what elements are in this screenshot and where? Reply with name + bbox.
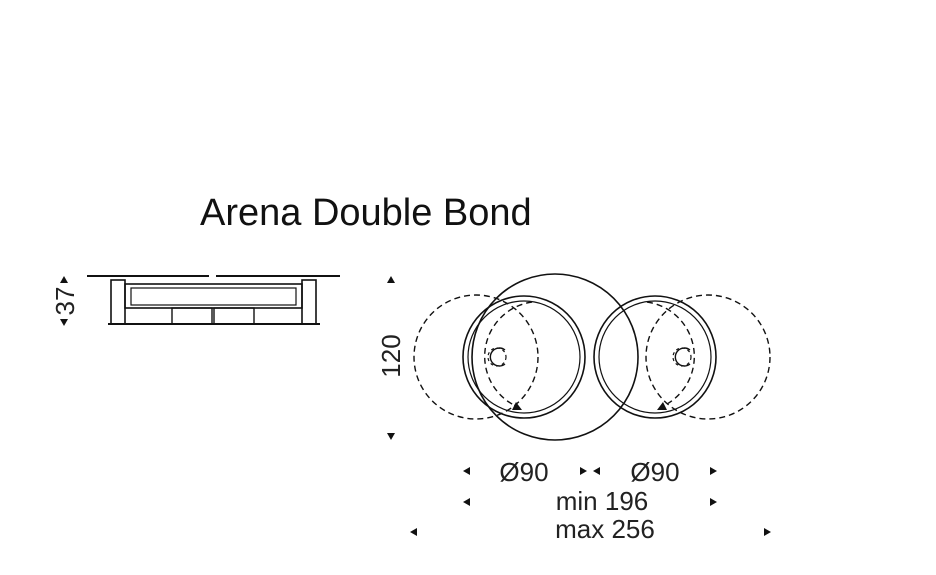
min-length-dimension: min 196: [463, 486, 717, 516]
left-arc-arrow-icon: [512, 402, 522, 410]
arrow-right-icon: [710, 467, 717, 475]
left-swivel-arc: [484, 301, 533, 408]
arrow-up-icon: [60, 276, 68, 283]
left-table-top-outer: [462, 295, 586, 419]
arrow-down-icon: [387, 433, 395, 440]
diameter-left-label: Ø90: [499, 457, 548, 487]
lower-block-right: [213, 307, 255, 325]
left-extended-circle: [413, 294, 539, 420]
right-pivot-hook-icon: [674, 347, 691, 367]
lower-block-left: [171, 307, 213, 325]
diameter-right-label: Ø90: [630, 457, 679, 487]
left-table-top-inner: [467, 300, 581, 414]
depth-dimension: 120: [376, 276, 406, 440]
arrow-left-icon: [593, 467, 600, 475]
product-title: Arena Double Bond: [200, 192, 532, 234]
plan-view: [413, 273, 771, 441]
right-extended-circle: [645, 294, 771, 420]
diameter-dimensions: Ø90 Ø90: [463, 457, 717, 487]
center-circle: [471, 273, 639, 441]
height-label: 37: [50, 287, 80, 316]
max-length-dimension: max 256: [410, 514, 771, 544]
max-length-label: max 256: [555, 514, 655, 544]
right-swivel-arc: [646, 301, 695, 408]
arrow-right-icon: [710, 498, 717, 506]
arrow-left-icon: [463, 467, 470, 475]
arrow-down-icon: [60, 319, 68, 326]
side-elevation: [87, 275, 340, 325]
arrow-up-icon: [387, 276, 395, 283]
depth-label: 120: [376, 334, 406, 377]
height-dimension: 37: [50, 276, 80, 326]
base-inner: [130, 287, 297, 306]
right-arc-arrow-icon: [657, 402, 667, 410]
left-pivot-hook-icon: [489, 347, 506, 367]
arrow-right-icon: [580, 467, 587, 475]
right-leg: [301, 279, 317, 325]
min-length-label: min 196: [556, 486, 649, 516]
arrow-right-icon: [764, 528, 771, 536]
arrow-left-icon: [463, 498, 470, 506]
arrow-left-icon: [410, 528, 417, 536]
right-table-top-inner: [598, 300, 712, 414]
right-table-top-outer: [593, 295, 717, 419]
left-leg: [110, 279, 126, 325]
